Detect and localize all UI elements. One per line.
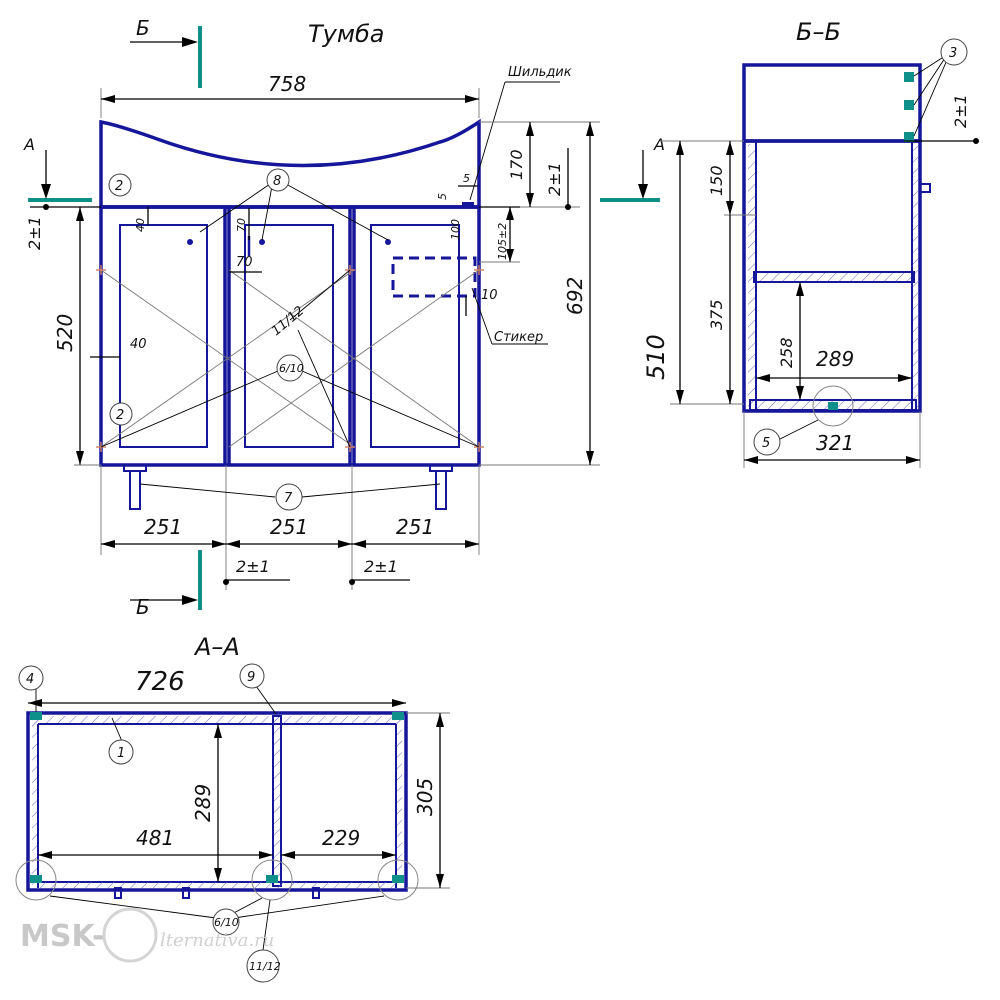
- dim-251-2: 251: [270, 515, 308, 539]
- section-b-top-label: Б: [136, 16, 150, 40]
- callout-2-bottom: 2: [109, 402, 133, 426]
- section-b-bottom-label: Б: [136, 595, 150, 619]
- callout-11-12-top: 11/12: [246, 949, 281, 983]
- svg-text:7: 7: [284, 491, 293, 506]
- dim-gap-2: 2±1: [364, 557, 398, 576]
- dim-289-side: 289: [816, 347, 854, 371]
- section-a-left-label: А: [23, 135, 35, 154]
- section-a-right-label: А: [653, 135, 665, 154]
- svg-text:3: 3: [949, 46, 957, 61]
- dim-40-side: 40: [130, 337, 147, 352]
- section-b-top: Б: [130, 16, 202, 88]
- front-view: Тумба Б Б А 758: [23, 16, 600, 619]
- dim-481: 481: [136, 826, 174, 850]
- svg-text:6/10: 6/10: [279, 362, 304, 375]
- plate-label: Шильдик: [508, 65, 572, 80]
- watermark: MSK- lternativa.ru: [20, 907, 274, 963]
- dim-105: 105±2: [496, 223, 509, 260]
- dim-251-1: 251: [144, 515, 182, 539]
- dim-side-tol: 2±1: [951, 94, 970, 128]
- dim-289-top: 289: [191, 784, 215, 822]
- front-title: Тумба: [308, 20, 384, 48]
- dim-170: 170: [507, 149, 526, 180]
- dim-321: 321: [816, 431, 854, 455]
- dim-gap-1: 2±1: [236, 557, 270, 576]
- svg-text:8: 8: [273, 174, 281, 189]
- dim-10: 10: [481, 288, 498, 303]
- svg-text:5: 5: [762, 436, 770, 451]
- top-title: А–А: [193, 633, 240, 661]
- dim-229: 229: [322, 826, 360, 850]
- callout-6-10: 6/10: [276, 354, 304, 382]
- callout-7: 7: [275, 483, 303, 511]
- svg-text:6/10: 6/10: [214, 916, 239, 929]
- watermark-right: lternativa.ru: [160, 930, 274, 951]
- dim-520: 520: [53, 314, 77, 352]
- top-view: А–А 726 481: [15, 633, 450, 983]
- dim-tol-left: 2±1: [25, 216, 44, 250]
- dim-40-top: 40: [134, 218, 147, 232]
- dim-tol-right: 2±1: [545, 162, 564, 196]
- dim-510: 510: [642, 334, 670, 380]
- dim-100: 100: [449, 219, 462, 240]
- svg-text:9: 9: [247, 670, 255, 685]
- dim-375: 375: [707, 299, 726, 330]
- dim-692: 692: [563, 277, 587, 315]
- callout-2-top: 2: [108, 173, 132, 197]
- callout-5: 5: [753, 428, 781, 456]
- callout-4: 4: [18, 665, 44, 691]
- callout-1: 1: [108, 739, 134, 765]
- section-a-left: А: [23, 135, 92, 202]
- svg-text:1: 1: [117, 746, 125, 761]
- dim-150: 150: [707, 165, 726, 196]
- watermark-logo-icon: [102, 907, 158, 963]
- svg-text:2: 2: [116, 408, 124, 423]
- svg-text:4: 4: [26, 672, 34, 687]
- dim-5a: 5: [463, 172, 470, 185]
- dim-70-h: 70: [236, 255, 253, 270]
- side-title: Б–Б: [796, 18, 841, 46]
- callout-8: 8: [266, 168, 290, 192]
- svg-text:11/12: 11/12: [249, 960, 281, 973]
- side-view: Б–Б А 510: [600, 18, 979, 468]
- callout-6-10-top: 6/10: [212, 908, 240, 936]
- sticker-label: Стикер: [494, 330, 543, 345]
- dim-5b: 5: [436, 193, 449, 200]
- section-b-bottom: Б: [130, 550, 202, 619]
- dim-305: 305: [413, 778, 437, 816]
- dim-726: 726: [135, 667, 185, 697]
- svg-text:2: 2: [115, 179, 123, 194]
- dim-70-v: 70: [235, 218, 248, 232]
- callout-9: 9: [239, 663, 265, 689]
- callout-3: 3: [940, 38, 968, 66]
- watermark-left: MSK-: [20, 919, 105, 954]
- dim-251-3: 251: [396, 515, 434, 539]
- section-a-right: А: [600, 135, 665, 202]
- dim-258: 258: [777, 337, 796, 368]
- dim-758: 758: [268, 72, 306, 96]
